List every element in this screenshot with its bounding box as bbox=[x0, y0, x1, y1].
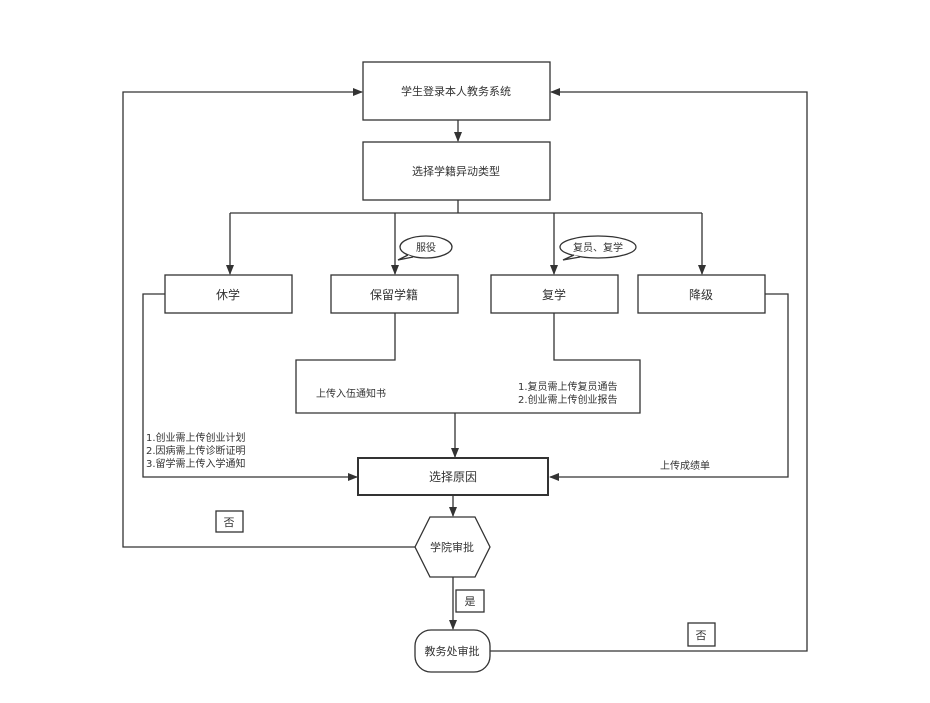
note-resume-line-1: 1.复员需上传复员通告 bbox=[518, 380, 618, 393]
node-retain-label: 保留学籍 bbox=[370, 287, 418, 302]
node-select-reason-label: 选择原因 bbox=[429, 470, 477, 484]
note-suspend: 1.创业需上传创业计划 2.因病需上传诊断证明 3.留学需上传入学通知 bbox=[146, 431, 246, 470]
connectors bbox=[122, 88, 808, 652]
node-suspend-label: 休学 bbox=[216, 287, 240, 302]
note-suspend-line-3: 3.留学需上传入学通知 bbox=[146, 457, 246, 470]
node-login-label: 学生登录本人教务系统 bbox=[401, 84, 511, 98]
node-suspend: 休学 bbox=[164, 274, 293, 314]
node-college-approval: 学院审批 bbox=[414, 516, 491, 578]
note-suspend-line-2: 2.因病需上传诊断证明 bbox=[146, 444, 246, 457]
svg-text:否: 否 bbox=[224, 516, 235, 529]
node-college-approval-label: 学院审批 bbox=[430, 540, 474, 554]
label-no-office: 否 bbox=[687, 622, 716, 647]
callout-discharge-resume: 复员、复学 bbox=[559, 235, 637, 261]
note-demote: 上传成绩单 bbox=[660, 459, 710, 472]
retain-resume-merge-frame bbox=[295, 313, 641, 414]
node-select-reason: 选择原因 bbox=[357, 457, 549, 496]
node-login: 学生登录本人教务系统 bbox=[362, 61, 551, 121]
node-select-type: 选择学籍异动类型 bbox=[362, 141, 551, 201]
note-resume-line-2: 2.创业需上传创业报告 bbox=[518, 393, 618, 406]
callout-military-service: 服役 bbox=[397, 235, 453, 261]
node-resume: 复学 bbox=[490, 274, 619, 314]
callout-discharge-resume-label: 复员、复学 bbox=[573, 241, 623, 254]
note-retain: 上传入伍通知书 bbox=[316, 387, 386, 400]
arrow-office-reject bbox=[490, 88, 808, 652]
arrow-suspend-to-reason bbox=[142, 293, 358, 481]
callout-military-service-label: 服役 bbox=[416, 241, 436, 254]
note-resume: 1.复员需上传复员通告 2.创业需上传创业报告 bbox=[518, 380, 618, 406]
node-select-type-label: 选择学籍异动类型 bbox=[412, 164, 500, 178]
node-demote-label: 降级 bbox=[689, 288, 713, 302]
arrow-college-reject bbox=[122, 88, 415, 548]
svg-text:否: 否 bbox=[696, 629, 707, 642]
arrow-demote-to-reason bbox=[549, 293, 789, 481]
label-yes: 是 bbox=[455, 589, 485, 613]
svg-text:是: 是 bbox=[465, 595, 476, 608]
node-office-approval: 教务处审批 bbox=[414, 629, 491, 673]
label-no-college: 否 bbox=[215, 510, 244, 533]
node-retain: 保留学籍 bbox=[330, 274, 459, 314]
note-suspend-line-1: 1.创业需上传创业计划 bbox=[146, 431, 246, 444]
node-demote: 降级 bbox=[637, 274, 766, 314]
node-office-approval-label: 教务处审批 bbox=[425, 644, 480, 658]
node-resume-label: 复学 bbox=[542, 287, 566, 302]
